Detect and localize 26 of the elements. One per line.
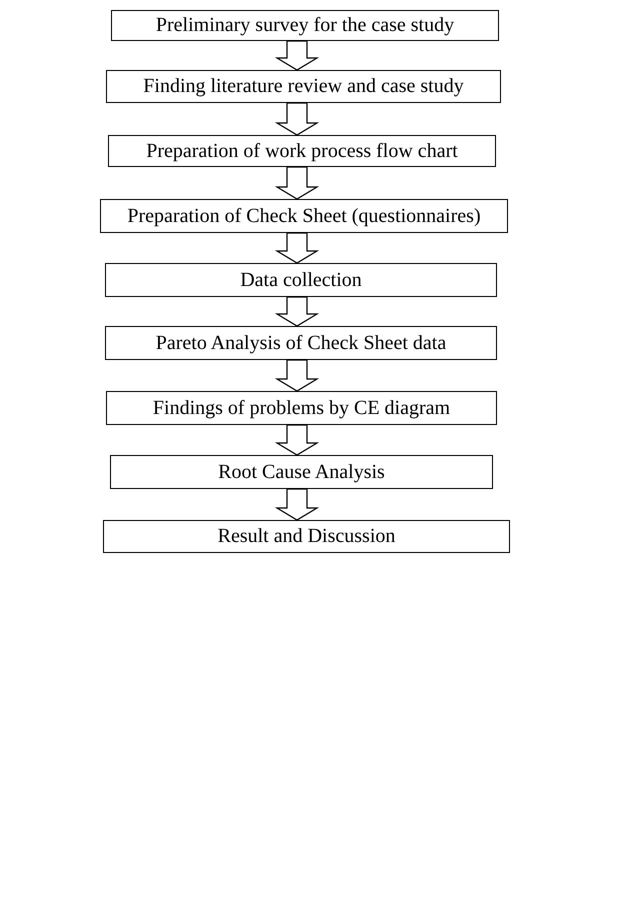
process-box xyxy=(103,520,510,553)
step-text: Data collection xyxy=(240,268,362,292)
process-box xyxy=(110,455,493,489)
block-arrow xyxy=(274,488,320,521)
process-box xyxy=(106,70,501,103)
step-text: Result and Discussion xyxy=(218,525,396,548)
process-box xyxy=(100,199,508,233)
block-arrow xyxy=(274,296,320,327)
step-text: Preparation of Check Sheet (questionnaires) xyxy=(127,204,481,228)
step-text: Root Cause Analysis xyxy=(218,460,385,484)
block-arrow xyxy=(274,40,320,71)
step-text: Pareto Analysis of Check Sheet data xyxy=(156,332,446,354)
step-text: Finding literature review and case study xyxy=(143,75,464,98)
block-arrow xyxy=(274,166,320,200)
process-box xyxy=(105,263,497,297)
block-arrow xyxy=(274,102,320,136)
step-text: Preliminary survey for the case study xyxy=(156,14,454,37)
block-arrow xyxy=(274,232,320,264)
block-arrow xyxy=(274,424,320,456)
step-text: Preparation of work process flow chart xyxy=(146,140,458,162)
block-arrow xyxy=(274,359,320,392)
process-box xyxy=(111,10,499,41)
step-text: Findings of problems by CE diagram xyxy=(152,396,450,420)
process-box xyxy=(108,135,496,167)
process-box xyxy=(105,326,497,360)
process-box xyxy=(106,391,497,425)
